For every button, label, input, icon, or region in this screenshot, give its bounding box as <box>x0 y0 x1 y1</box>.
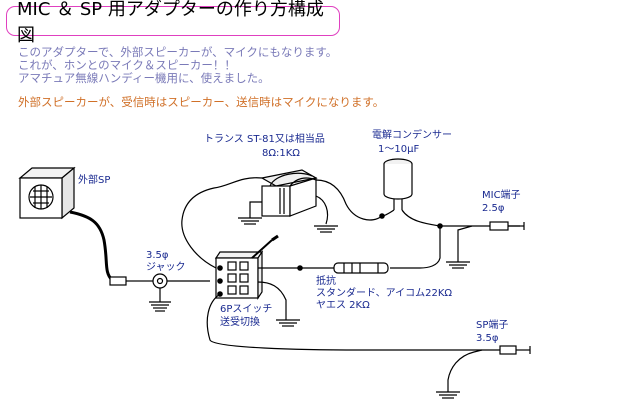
label-switch: 6Pスイッチ <box>220 304 273 315</box>
label-sp-size: 3.5φ <box>476 333 499 344</box>
sp-plug <box>499 345 531 355</box>
switch-6p <box>214 234 279 300</box>
label-jack-size: 3.5φ <box>146 250 169 261</box>
label-transformer-model: トランス ST-81又は相当品 <box>204 134 325 145</box>
label-external-sp: 外部SP <box>78 175 111 186</box>
label-resistor: 抵抗 <box>316 276 336 287</box>
label-resistor-standard: スタンダード、アイコム22KΩ <box>316 288 453 299</box>
intro-line: アマチュア無線ハンディー機用に、使えました。 <box>18 71 270 85</box>
transformer <box>260 169 318 217</box>
speaker-cable <box>69 210 114 282</box>
jack-symbol <box>140 273 171 312</box>
intro-line: このアダプターで、外部スピーカーが、マイクにもなります。 <box>18 45 338 59</box>
page-title: MIC ＆ SP 用アダプターの作り方構成図 <box>6 0 340 46</box>
external-speaker <box>18 166 76 220</box>
label-mic-terminal: MIC端子 <box>482 190 521 201</box>
label-switch-purpose: 送受切換 <box>220 317 260 328</box>
intro-line: これが、ホンとのマイク＆スピーカー！！ <box>18 58 236 72</box>
label-condenser-value: 1〜10μF <box>378 144 420 155</box>
label-condenser: 電解コンデンサー <box>372 130 452 141</box>
label-mic-size: 2.5φ <box>482 203 505 214</box>
usage-note: 外部スピーカーが、受信時はスピーカー、送信時はマイクになります。 <box>18 95 385 109</box>
electrolytic-condenser <box>383 158 413 210</box>
label-jack: ジャック <box>146 262 186 273</box>
label-transformer-ratio: 8Ω:1KΩ <box>262 148 300 159</box>
intro-text: このアダプターで、外部スピーカーが、マイクにもなります。 これが、ホンとのマイク… <box>18 46 337 85</box>
mic-plug <box>489 221 525 231</box>
label-resistor-yaesu: ヤエス 2KΩ <box>316 300 370 311</box>
resistor <box>333 262 389 274</box>
speaker-plug <box>109 276 140 286</box>
title-text: MIC ＆ SP 用アダプターの作り方構成図 <box>17 0 324 46</box>
label-sp-terminal: SP端子 <box>476 320 509 331</box>
